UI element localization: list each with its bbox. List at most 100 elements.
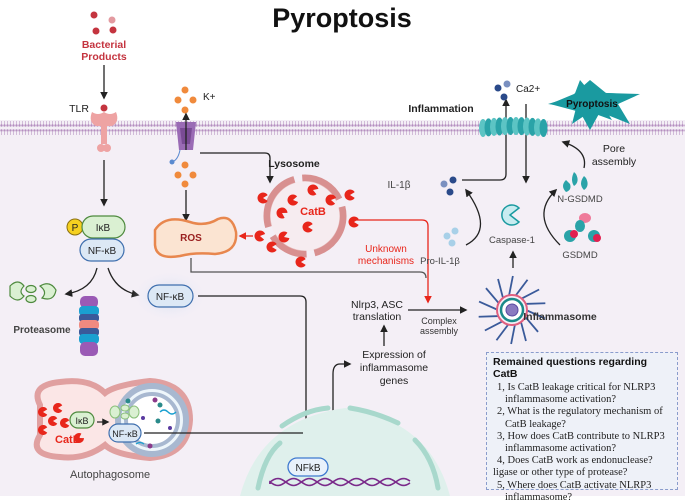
arrow-catb-to-assembly — [356, 219, 432, 304]
line-ros-to-assembly — [190, 258, 427, 279]
gsdmd-pore-icon — [479, 117, 548, 137]
proteasome-icon — [79, 296, 99, 356]
pore-assembly-label-2: assembly — [592, 156, 637, 168]
arrow-k-to-lysosome — [200, 152, 274, 184]
arrow-pore-assembly — [561, 140, 586, 169]
question-item: ligase or other type of protease? — [493, 467, 628, 479]
bacterial-particles-icon — [90, 11, 117, 35]
questions-title: Remained questions regarding CatB — [493, 356, 648, 380]
question-item: 5, Where does CatB activate NLRP3 inflam… — [497, 479, 652, 503]
nlrp3-label-1: Nlrp3, ASC — [351, 299, 403, 311]
nucleus-nfkb-shape — [287, 457, 329, 477]
catb-molecules — [254, 184, 359, 268]
inflammasome-icon — [478, 275, 546, 345]
tlr-receptor-icon — [90, 104, 118, 152]
caspase1-icon — [501, 204, 521, 226]
question-item: 2, What is the regulatory mechanism of C… — [497, 406, 663, 430]
autophagosome-ikb-fragments-icon — [109, 404, 140, 420]
autophagosome-nfkb-shape — [108, 423, 142, 443]
pore-assembly-label-1: Pore — [603, 143, 625, 155]
lysosome-membrane — [263, 174, 347, 258]
questions-list: 1, Is CatB leakage critical for NLRP3 in… — [493, 382, 671, 504]
free-nfkb-label: NF-κB — [156, 292, 185, 303]
remaining-questions-box: Remained questions regarding CatB 1, Is … — [486, 352, 678, 503]
catb-molecule-icon — [74, 433, 84, 443]
catb-molecule-icon — [257, 192, 268, 204]
complex-assembly-label-2: assembly — [420, 326, 459, 336]
unknown-mechanisms-label-2: mechanisms — [358, 256, 414, 267]
proteasome-label: Proteasome — [13, 325, 71, 336]
catb-molecule-icon — [38, 425, 48, 435]
expression-label-1: Expression of — [362, 349, 426, 361]
catb-molecule-icon — [302, 221, 313, 233]
tlr-label: TLR — [69, 103, 89, 115]
potassium-ions-icon — [174, 86, 197, 114]
catb-molecule-icon — [295, 256, 306, 268]
free-nfkb-shape — [147, 284, 194, 308]
question-item: 1, Is CatB leakage critical for NLRP3 in… — [497, 382, 656, 406]
nucleus-nfkb-label: NFkB — [296, 463, 321, 474]
autophagosome-nfkb-label: NF-κB — [112, 429, 138, 439]
catb-molecule-icon — [307, 184, 319, 196]
autophagosome-cargo-icon — [125, 397, 177, 449]
pro-il1b-molecules-icon — [443, 227, 459, 247]
il1b-molecules-icon — [440, 176, 457, 196]
phosphate-label: P — [72, 223, 79, 234]
expression-label-3: genes — [380, 375, 409, 387]
nfkb-bound-label: NF-κB — [88, 246, 117, 257]
expression-label-2: inflammasome — [360, 362, 428, 374]
diagram-title: Pyroptosis — [272, 3, 412, 33]
catb-molecule-icon — [325, 194, 337, 206]
arrow-nucleus-to-expression — [332, 360, 352, 460]
catb-molecule-icon — [53, 403, 63, 413]
potassium-label: K+ — [203, 92, 216, 103]
catb-molecule-icon — [48, 415, 58, 426]
potassium-ions-intracellular-icon — [174, 161, 197, 188]
gsdmd-label: GSDMD — [562, 250, 598, 261]
pyroptosis-star — [550, 80, 640, 130]
bacterial-products-label-1: Bacterial — [82, 39, 126, 51]
arrow-il1b-release — [462, 98, 510, 181]
pro-il1b-label: Pro-IL-1β — [420, 256, 460, 267]
catb-molecule-icon — [266, 241, 277, 253]
calcium-label: Ca2+ — [516, 84, 540, 95]
arrow-gsdmd-to-n-gsdmd — [543, 188, 561, 246]
ikb-label: IκB — [96, 223, 111, 234]
arrow-pro-il1b-to-il1b — [465, 188, 481, 246]
autophagosome-catb-molecules — [38, 403, 84, 443]
nuclear-envelope — [255, 405, 441, 491]
autophagosome-catb-label: CatB — [55, 434, 81, 446]
autophagosome-ikb-shape — [69, 411, 95, 429]
bacterial-products-label-2: Products — [81, 51, 127, 63]
dna-helix-icon — [269, 477, 411, 487]
inflammasome-label: Inflammasome — [523, 311, 597, 323]
arrow-to-proteasome — [64, 267, 98, 297]
question-item: 4, Does CatB work as endonuclease? — [497, 455, 653, 467]
nfkb-complex-shape — [79, 238, 125, 262]
il1b-label: IL-1β — [388, 180, 411, 191]
catb-molecule-icon — [59, 418, 70, 429]
pyroptosis-badge-label: Pyroptosis — [566, 99, 618, 110]
lysosome-label: Lysosome — [268, 158, 320, 170]
gsdmd-icon — [564, 213, 601, 242]
complex-assembly-label-1: Complex — [421, 316, 457, 326]
catb-molecule-icon — [276, 207, 288, 219]
catb-molecule-icon — [344, 189, 355, 201]
catb-molecule-icon — [278, 231, 290, 243]
ikb-complex-shape — [81, 215, 126, 239]
mitochondria-icon — [153, 216, 238, 259]
arrow-nfkb-to-nucleus — [198, 295, 310, 458]
nlrp3-label-2: translation — [353, 311, 402, 323]
n-gsdmd-label: N-GSDMD — [557, 194, 603, 205]
catb-molecule-icon — [348, 216, 359, 228]
autophagosome-ikb-label: IκB — [75, 416, 88, 426]
question-item: 3, How does CatB contribute to NLRP3 inf… — [497, 430, 665, 455]
catb-label: CatB — [300, 206, 326, 218]
catb-molecule-icon — [287, 194, 299, 206]
unknown-mechanisms-label-1: Unknown — [365, 244, 407, 255]
calcium-ions-icon — [494, 80, 511, 101]
degraded-ikb-fragments-icon — [9, 281, 57, 304]
caspase1-label: Caspase-1 — [489, 235, 535, 246]
n-gsdmd-icon — [563, 172, 588, 192]
